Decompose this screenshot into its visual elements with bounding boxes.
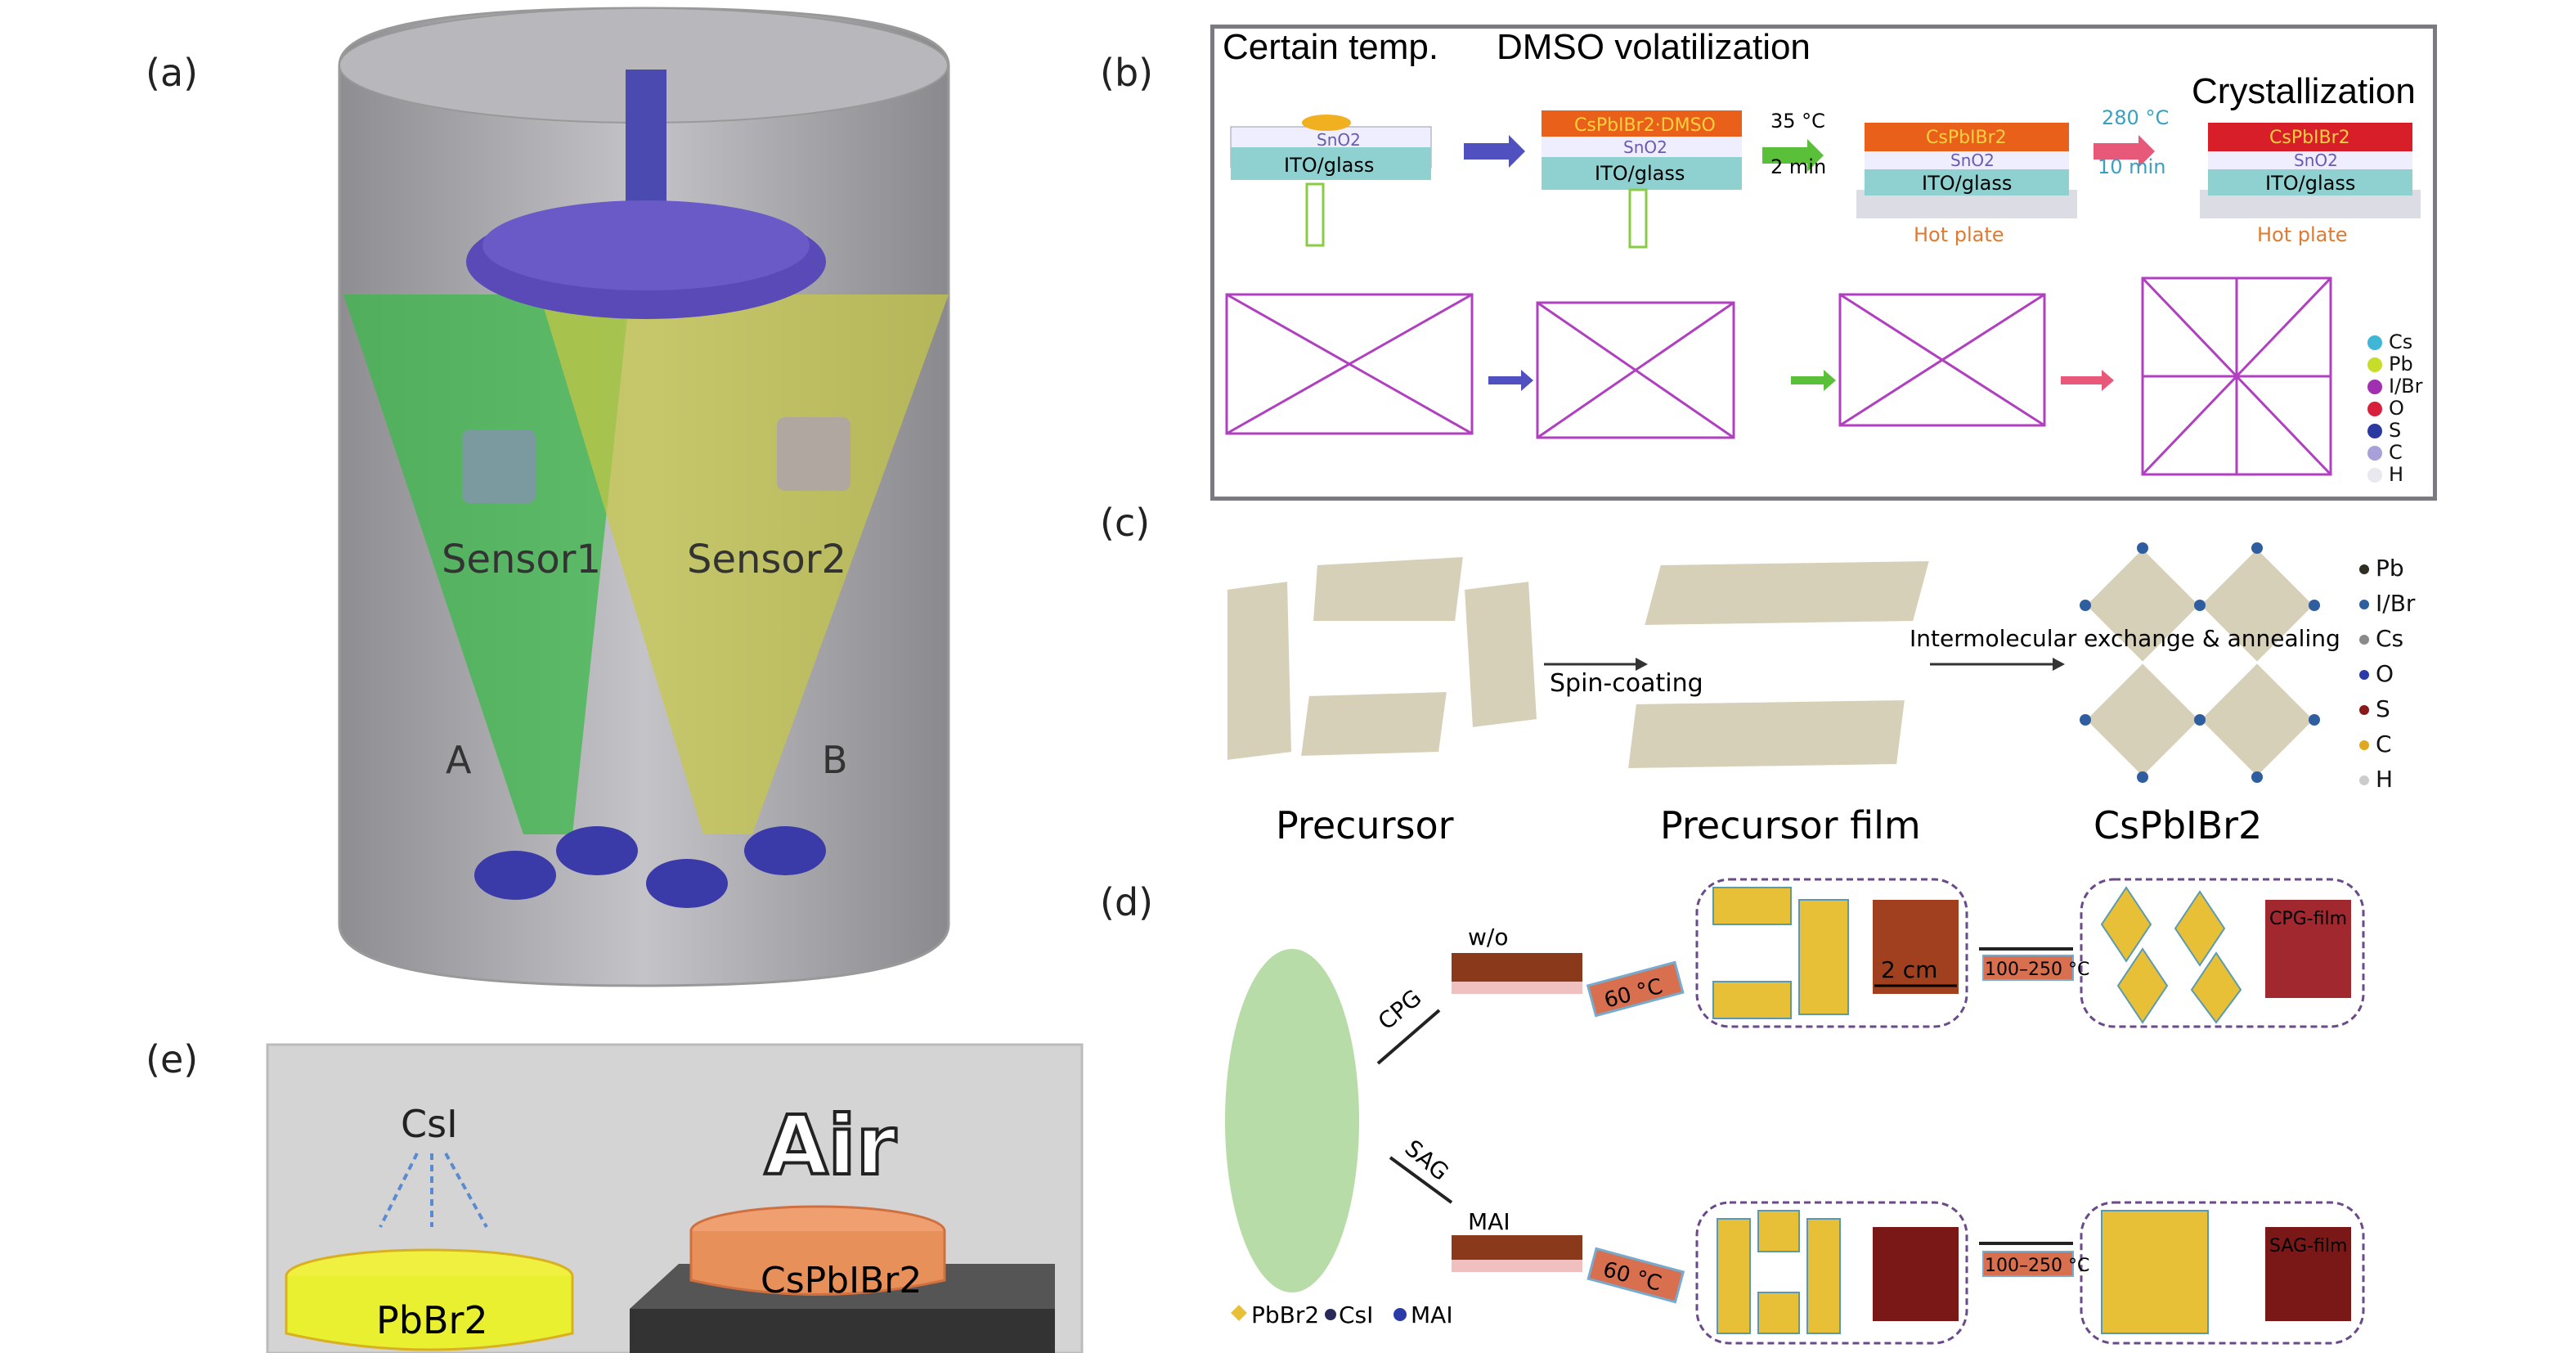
precursor-film-label: Precursor film — [1660, 803, 1921, 847]
sag-intermediate-photo — [1873, 1227, 1959, 1321]
spin-coating-label: Spin-coating — [1550, 669, 1703, 698]
sensor2-box — [777, 417, 850, 491]
lattice-diagrams — [1225, 276, 2332, 476]
svg-text:MAI: MAI — [1411, 1301, 1453, 1328]
panel-e-label: (e) — [146, 1037, 199, 1081]
sensor1-box — [462, 429, 536, 503]
svg-text:ITO/glass: ITO/glass — [1284, 154, 1374, 177]
legend-item: Cs — [2367, 331, 2423, 353]
anneal-60-bottom: 60 °C — [1586, 1247, 1685, 1304]
svg-text:SnO2: SnO2 — [1623, 137, 1667, 157]
svg-text:SnO2: SnO2 — [2294, 151, 2338, 170]
legend-item: I/Br — [2367, 375, 2423, 398]
beam-b-label: B — [822, 738, 848, 782]
beam-a — [343, 294, 630, 834]
anneal-high-bottom: 100–250 °C — [1979, 1242, 2089, 1277]
cond1-time: 2 min — [1770, 155, 1826, 178]
legend-item: Pb — [2367, 353, 2423, 375]
csi-label: CsI — [401, 1102, 458, 1146]
legend-item: C — [2359, 726, 2415, 762]
legend-item: Pb — [2359, 551, 2415, 586]
legend-item: H — [2367, 464, 2423, 486]
legend-item: I/Br — [2359, 586, 2415, 621]
cspbibr2-label: CsPbIBr2 — [761, 1260, 922, 1301]
step1-title: Certain temp. — [1223, 27, 1438, 67]
anneal-high-top: 100–250 °C — [1979, 947, 2089, 981]
legend-item: O — [2359, 656, 2415, 691]
legend-item: S — [2367, 420, 2423, 442]
sensor2-label: Sensor2 — [687, 537, 846, 582]
legend-item: O — [2367, 398, 2423, 420]
substrate-2: CsPbIBr2·DMSO SnO2 ITO/glass — [1542, 110, 1742, 249]
svg-text:PbBr2: PbBr2 — [1251, 1301, 1319, 1328]
svg-text:CsPbIBr2·DMSO: CsPbIBr2·DMSO — [1574, 115, 1716, 136]
precursor-solution — [1225, 949, 1359, 1292]
svg-text:ITO/glass: ITO/glass — [1595, 162, 1685, 185]
sag-label: SAG — [1400, 1135, 1454, 1186]
cond2-temp: 280 °C — [2102, 106, 2169, 129]
sensor1-label: Sensor1 — [442, 537, 601, 582]
svg-text:ITO/glass: ITO/glass — [2265, 172, 2355, 195]
product-label: CsPbIBr2 — [2094, 803, 2262, 847]
panel-b-process: Certain temp. DMSO volatilization Crysta… — [1223, 27, 2421, 476]
panel-d-label: (d) — [1100, 880, 1154, 924]
panel-c-label: (c) — [1100, 501, 1151, 545]
svg-text:Hot plate: Hot plate — [2257, 223, 2348, 246]
substrate-4: CsPbIBr2 SnO2 ITO/glass Hot plate — [2200, 123, 2421, 246]
panel-b-frame — [1210, 25, 2437, 501]
legend-item: H — [2359, 762, 2415, 797]
wo-label: w/o — [1468, 924, 1508, 951]
cond2-time: 10 min — [2098, 155, 2165, 178]
panel-c-legend: Pb I/Br Cs O S C H — [2359, 551, 2415, 797]
panel-d-legend: PbBr2 CsI MAI — [1231, 1301, 1453, 1328]
panel-b-label: (b) — [1100, 51, 1154, 95]
svg-text:SnO2: SnO2 — [1950, 151, 1995, 170]
svg-text:Hot plate: Hot plate — [1914, 223, 2004, 246]
step2-title: DMSO volatilization — [1497, 27, 1811, 67]
svg-text:100–250 °C: 100–250 °C — [1985, 1256, 2089, 1276]
svg-text:100–250 °C: 100–250 °C — [1985, 960, 2089, 980]
anneal-60-top: 60 °C — [1586, 960, 1685, 1018]
legend-item: C — [2367, 442, 2423, 464]
sag-film-label: SAG-film — [2269, 1236, 2347, 1256]
svg-text:CsI: CsI — [1339, 1301, 1373, 1328]
cond1-temp: 35 °C — [1770, 110, 1825, 133]
svg-text:CsPbIBr2: CsPbIBr2 — [2269, 128, 2350, 148]
cpg-intermediate-photo — [1873, 900, 1959, 994]
svg-text:CsPbIBr2: CsPbIBr2 — [1926, 128, 2007, 148]
panel-a-label: (a) — [146, 51, 199, 95]
mai-label: MAI — [1468, 1208, 1510, 1235]
cpg-film-label: CPG-film — [2269, 909, 2347, 929]
beam-a-label: A — [446, 738, 472, 782]
svg-text:SnO2: SnO2 — [1317, 130, 1361, 150]
scale-label: 2 cm — [1881, 956, 1937, 983]
substrate-3: CsPbIBr2 SnO2 ITO/glass Hot plate — [1856, 123, 2077, 246]
air-label: Air — [765, 1098, 897, 1193]
legend-item: S — [2359, 691, 2415, 726]
cpg-film-photo — [2265, 900, 2351, 998]
panel-c-scheme: Precursor Spin-coating Precursor film In… — [1226, 542, 2340, 847]
svg-text:ITO/glass: ITO/glass — [1922, 172, 2012, 195]
precursor-label: Precursor — [1276, 803, 1454, 847]
panel-b-legend: Cs Pb I/Br O S C H — [2367, 331, 2423, 486]
step4-title: Crystallization — [2192, 71, 2416, 111]
substrate-1: SnO2 ITO/glass — [1230, 115, 1432, 247]
legend-item: Cs — [2359, 621, 2415, 656]
sag-film-photo — [2265, 1227, 2351, 1321]
panel-a-apparatus: Sensor1 Sensor2 A B — [338, 7, 950, 987]
panel-e-scheme: CsI Air PbBr2 CsPbIBr2 — [266, 1043, 1084, 1353]
pbbr2-label: PbBr2 — [376, 1298, 488, 1342]
exchange-label: Intermolecular exchange & annealing — [1910, 625, 2340, 652]
